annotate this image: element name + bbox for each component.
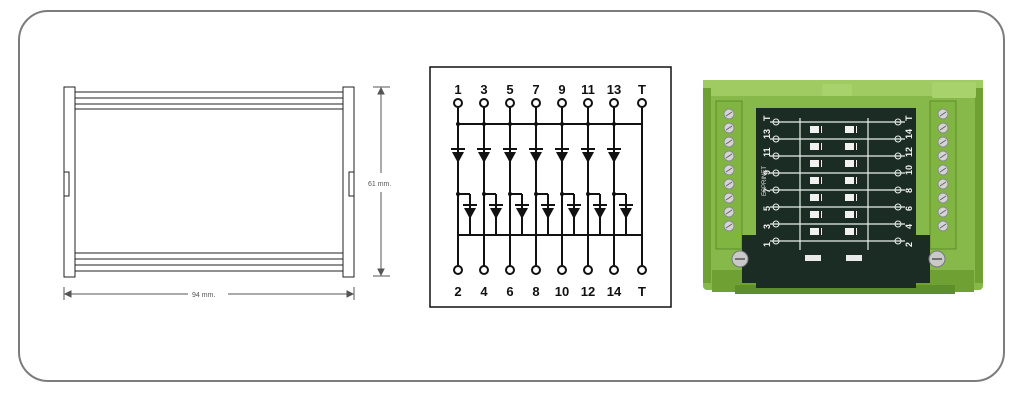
lower-diode [593, 204, 607, 219]
top-pin-terminal [453, 98, 463, 108]
pcb-right-label: 4 [904, 224, 914, 229]
top-pin-label: 5 [506, 82, 513, 97]
pcb-diode [810, 228, 822, 235]
lower-diode [515, 204, 529, 219]
pcb-diode [845, 143, 857, 150]
upper-diode [607, 148, 621, 163]
pcb-diode [845, 228, 857, 235]
upper-diode [477, 148, 491, 163]
top-pin-label: T [638, 82, 646, 97]
pcb-left-label: 1 [762, 242, 772, 247]
lower-diode [541, 204, 555, 219]
bottom-pin-terminal [583, 265, 593, 275]
pcb-diode [810, 194, 822, 201]
pcb-left-label: 9 [762, 170, 772, 175]
pcb-right-label: 2 [904, 242, 914, 247]
width-dimension [63, 287, 355, 300]
top-pin-terminal [557, 98, 567, 108]
height-dimension-label: 61 mm. [368, 181, 391, 188]
lower-diode [567, 204, 581, 219]
pcb-diode [845, 160, 857, 167]
top-pin-terminal [505, 98, 515, 108]
pcb-board-text: ESPRINET [762, 166, 768, 196]
pcb-left-label: 7 [762, 188, 772, 193]
upper-diode [529, 148, 543, 163]
pcb-diode [810, 211, 822, 218]
top-pin-label: 1 [454, 82, 461, 97]
top-pin-label: 13 [607, 82, 621, 97]
pcb-diode [845, 126, 857, 133]
pcb-diode [810, 177, 822, 184]
bottom-pin-terminal [609, 265, 619, 275]
pcb-right-label: 8 [904, 188, 914, 193]
lower-diode [463, 204, 477, 219]
pcb-left-label: 13 [762, 129, 772, 139]
pcb-diode [810, 160, 822, 167]
schematic-frame [429, 66, 672, 308]
dimension-drawing [63, 86, 355, 278]
bottom-pin-label: 12 [581, 284, 595, 299]
top-pin-label: 11 [581, 82, 595, 97]
bottom-pin-terminal [531, 265, 541, 275]
bottom-pin-terminal [637, 265, 647, 275]
bottom-pin-label: 6 [506, 284, 513, 299]
housing-body-outline [74, 108, 344, 254]
bottom-pin-label: T [638, 284, 646, 299]
upper-diode [503, 148, 517, 163]
top-pin-label: 9 [558, 82, 565, 97]
bottom-pin-terminal [453, 265, 463, 275]
upper-diode [581, 148, 595, 163]
bottom-pin-terminal [505, 265, 515, 275]
top-pin-terminal [609, 98, 619, 108]
pcb-left-label: 11 [762, 147, 772, 157]
bottom-pin-label: 8 [532, 284, 539, 299]
pcb-diode [845, 177, 857, 184]
pcb-right-label: 14 [904, 129, 914, 139]
width-dimension-label: 94 mm. [192, 292, 215, 299]
lower-diode [619, 204, 633, 219]
upper-diode [555, 148, 569, 163]
lower-diode [489, 204, 503, 219]
pcb-diode [845, 194, 857, 201]
height-dimension [373, 86, 390, 277]
pcb-diode [845, 211, 857, 218]
bottom-pin-label: 14 [607, 284, 622, 299]
upper-diode [451, 148, 465, 163]
pcb-right-label: 10 [904, 165, 914, 175]
pcb-diode [810, 126, 822, 133]
pcb-left-label: T [762, 115, 772, 121]
bottom-pin-label: 10 [555, 284, 569, 299]
pcb-right-label: 12 [904, 147, 914, 157]
pcb-right-label: T [904, 115, 914, 121]
bottom-pin-terminal [557, 265, 567, 275]
bottom-pin-label: 4 [480, 284, 488, 299]
pcb-right-label: 6 [904, 206, 914, 211]
pcb-left-label: 5 [762, 206, 772, 211]
bottom-pin-terminal [479, 265, 489, 275]
top-pin-label: 3 [480, 82, 487, 97]
top-pin-label: 7 [532, 82, 539, 97]
top-pin-terminal [479, 98, 489, 108]
top-pin-terminal [583, 98, 593, 108]
top-pin-terminal [531, 98, 541, 108]
bottom-pin-label: 2 [454, 284, 461, 299]
pcb-left-label: 3 [762, 224, 772, 229]
pcb-diode [810, 143, 822, 150]
top-pin-terminal [637, 98, 647, 108]
